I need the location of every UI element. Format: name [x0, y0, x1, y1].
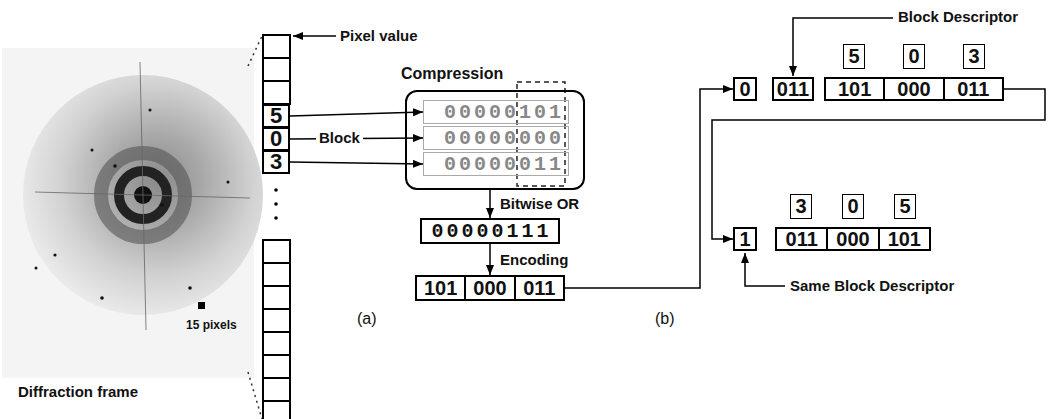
value-box: 3: [790, 194, 812, 219]
bragg-spot: [53, 253, 56, 256]
descriptor-box: 011: [772, 77, 814, 101]
pixel-cell: 0: [262, 127, 290, 151]
bragg-spot: [100, 296, 104, 300]
descriptor-box: 1: [733, 227, 757, 251]
callout-label: Block: [316, 129, 363, 147]
value-box: 0: [842, 194, 864, 219]
node-text: 101: [878, 229, 929, 249]
leader-arrow: [793, 18, 893, 76]
node-text: 101: [417, 277, 464, 299]
flow-arrow: [565, 89, 733, 288]
scale-label: 15 pixels: [186, 316, 237, 334]
edge-label: Bitwise OR: [500, 195, 579, 213]
edge-label: Encoding: [500, 251, 568, 269]
compression-group: Compression000001010000000000000011: [405, 90, 585, 190]
flow-arrow: [489, 190, 491, 218]
pixel-cell: [263, 35, 290, 58]
bragg-spot: [91, 149, 94, 152]
crosshair: [140, 62, 146, 330]
node-text: 101: [826, 79, 883, 99]
bragg-spot: [149, 109, 152, 112]
pixel-cell: [263, 355, 290, 378]
node-text: 011: [943, 79, 1002, 99]
node-text: 00000111: [431, 220, 551, 243]
bragg-spot: [35, 267, 38, 270]
flow-arrow: [712, 89, 1045, 239]
value-box: 5: [843, 44, 865, 69]
node-text: 011: [777, 78, 809, 101]
node-text: 000: [464, 277, 513, 299]
node-text: 000: [826, 229, 877, 249]
bit-row: 00000000: [423, 126, 569, 150]
pixel-cell: [263, 286, 290, 309]
figure-label: Diffraction frame: [18, 383, 138, 401]
callout-label: Same Block Descriptor: [790, 277, 954, 295]
node-text: 0: [847, 195, 858, 218]
node-text: 3: [270, 152, 282, 172]
pixel-cell: [263, 401, 290, 419]
leader-arrow: [745, 253, 785, 286]
ellipsis-dot: [274, 216, 278, 220]
value-box: 3: [963, 44, 985, 69]
ellipsis-dot: [274, 188, 278, 192]
node-text: 5: [899, 195, 910, 218]
node-text: 000: [883, 79, 942, 99]
callout-label: Block Descriptor: [898, 8, 1018, 26]
node-text: 5: [270, 106, 282, 126]
pixel-cell: [263, 58, 290, 81]
panel-letter: (b): [655, 310, 675, 328]
flow-arrow: [290, 112, 423, 116]
descriptor-box: 0: [733, 77, 757, 101]
bragg-spot: [160, 203, 164, 207]
value-box: 0: [903, 44, 925, 69]
bragg-spot: [227, 181, 230, 184]
node-text: 00000000: [444, 127, 564, 150]
ellipsis-dot: [274, 202, 278, 206]
encoded-block: 101000011: [415, 275, 565, 301]
node-text: 5: [848, 45, 859, 68]
node-text: 00000101: [444, 101, 564, 124]
pixel-cell: 3: [262, 150, 290, 174]
node-text: 011: [514, 277, 563, 299]
encoded-block: 101000011: [824, 77, 1004, 101]
group-heading: Compression: [401, 65, 503, 83]
flow-arrow: [290, 162, 423, 164]
node-text: 0: [908, 45, 919, 68]
value-box: 5: [894, 194, 916, 219]
crosshair: [35, 192, 250, 198]
pixel-cell: [263, 81, 290, 104]
node-text: 3: [968, 45, 979, 68]
bragg-spot: [113, 164, 117, 168]
flow-arrow: [489, 244, 491, 275]
node-text: 0: [270, 129, 282, 149]
pixel-cell: [263, 263, 290, 286]
bit-row: 00000011: [423, 152, 569, 176]
pixel-cell: [263, 378, 290, 401]
or-result-box: 00000111: [420, 218, 560, 244]
bit-row: 00000101: [423, 100, 569, 124]
pixel-cell: [263, 332, 290, 355]
pixel-cell: 5: [262, 104, 290, 128]
node-text: 00000011: [444, 153, 564, 176]
panel-letter: (a): [357, 310, 377, 328]
node-text: 011: [777, 229, 826, 249]
pixel-cell: [263, 309, 290, 332]
pixel-cell: [263, 240, 290, 263]
node-text: 3: [795, 195, 806, 218]
callout-label: Pixel value: [340, 27, 418, 45]
encoded-block: 011000101: [775, 227, 931, 251]
bragg-spot: [188, 286, 192, 290]
leader-arrow: [293, 35, 336, 37]
zoom-line: [248, 372, 262, 419]
node-text: 0: [739, 78, 750, 101]
node-text: 1: [739, 228, 750, 251]
zoom-line: [248, 36, 262, 66]
scale-square: [198, 302, 205, 309]
